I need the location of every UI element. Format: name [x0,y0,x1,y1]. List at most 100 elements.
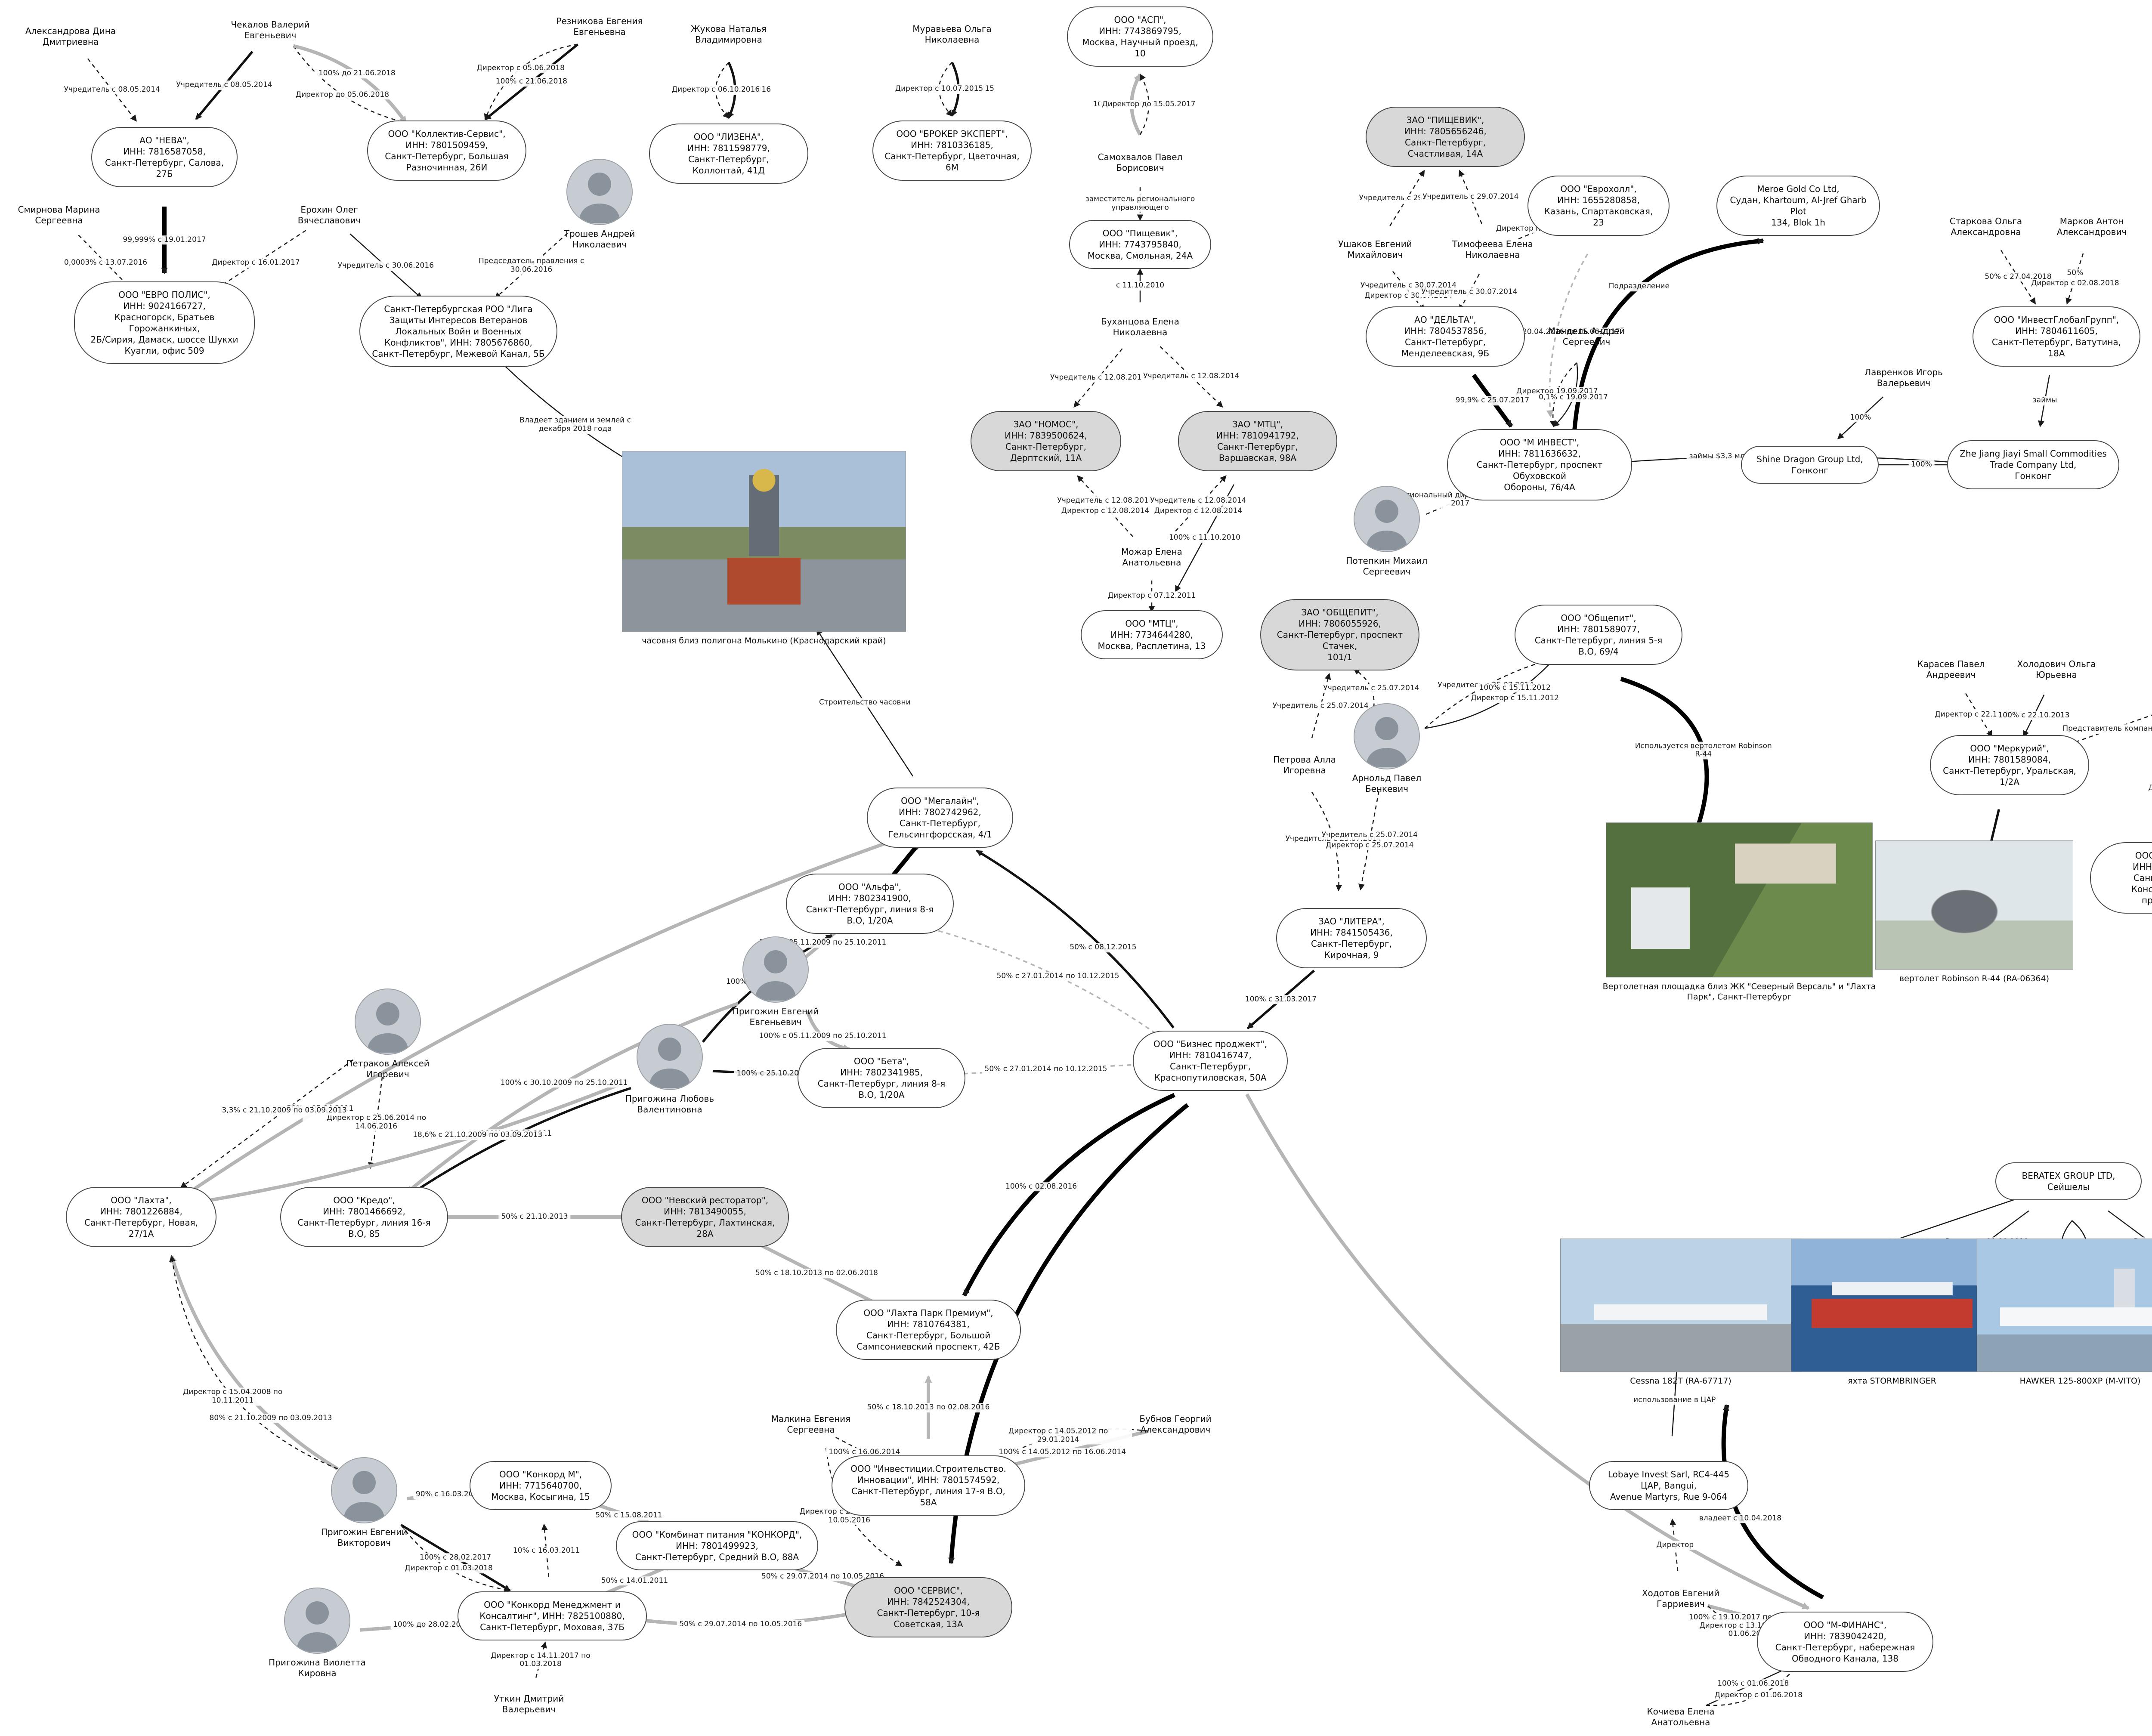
company-label-line: ООО "Конкорд Менеджмент и [484,1600,621,1610]
company-label-line: Санкт-Петербург, [1170,1061,1251,1072]
edge-label: Директор с 01.03.2018 [402,1564,495,1574]
edge-label: 50% с 15.08.2011 [593,1511,665,1520]
edge-label: 0,1% с 19.09.2017 [1536,392,1611,402]
edge-label: 100% до 28.02.2017 [390,1620,473,1630]
edge-alfa-megalain [889,842,921,880]
edge-label: Учредитель с 08.05.2014 [173,80,275,90]
company-label-line: Санкт-Петербург, линия 8-я В.О, 1/20А [817,1078,946,1100]
edge-label: Учредитель с 30.07.2014 [1419,287,1520,297]
company-label-line: ИНН: 7715640700, [499,1480,582,1491]
edge-prigozhin-ev-lakhta [170,1255,339,1470]
edge-label: 50% с 27.01.2014 по 10.12.2015 [994,972,1122,981]
helicopter-image [1875,840,2073,970]
person-name: Ушаков Евгений Михайлович [1338,239,1412,260]
node-markov: Марков Антон Александрович [2042,216,2141,238]
company-label-line: ООО "Невский ресторатор", [641,1195,769,1205]
edge-prigozhina-lv-lakhta [188,1079,629,1207]
person-name: Старкова Ольга Александровна [1949,216,2022,237]
person-name: Чекалов Валерий Евгеньевич [231,19,310,40]
edge-petrakov-lakhta [180,1059,354,1188]
company-label-line: Казань, Спартаковская, 23 [1544,206,1653,228]
edge-konkordmk-konkordm [541,1523,550,1577]
prigozhina-vk-photo [284,1588,350,1654]
node-servis-k: ООО "СЕРВИС К",ИНН: 7814711408,Санкт-Пет… [2090,842,2152,914]
edge-label: 100% с 11.10.2010 [1166,533,1243,543]
image-caption: HAWKER 125-800XP (M-VITO) [2019,1376,2141,1386]
edge-label: 100% [1847,413,1874,423]
edge-alfa-biznesprodzhekt [914,924,1166,1041]
person-name: Пригожин Евгений Евгеньевич [732,1006,819,1027]
person-name: Лавренков Игорь Валерьевич [1864,367,1943,388]
node-muravyova: Муравьева Ольга Николаевна [903,24,1002,45]
edge-prigozhina-lv-kredo [408,1087,631,1197]
company-label-line: ООО "Меркурий", [1970,743,2049,754]
edge-label: 50% с 18.10.2013 по 02.08.2016 [864,1403,993,1412]
company-label-line: ООО "Лахта Парк Премиум", [863,1308,993,1318]
node-stormbringer: яхта STORMBRINGER [1791,1239,1993,1387]
company-label-line: ООО "Лахта", [111,1195,172,1205]
node-minvest: ООО "М ИНВЕСТ",ИНН: 7811636632,Санкт-Пет… [1447,429,1632,500]
person-name: Петраков Алексей Игоревич [346,1058,430,1079]
person-name: Марков Антон Александрович [2056,216,2127,237]
company-label-line: Санкт-Петербург, 10-я Советская, 13А [877,1608,980,1629]
edge-label: Учредитель с 30.06.2016 [335,261,437,271]
image-caption: Cessna 182T (RA-67717) [1630,1376,1731,1386]
company-label-line: ИНН: 7743869795, [1099,26,1181,36]
person-name: Самохвалов Павел Борисович [1098,152,1183,173]
company-label-line: ООО "АСП", [1114,15,1166,25]
company-label-line: ИНН: 7801589084, [1968,754,2051,765]
node-erokhin: Ерохин Олег Вячеславович [280,204,379,226]
edge-label: 50% с 08.12.2015 [1067,943,1139,952]
person-name: Кочиева Елена Анатольевна [1647,1706,1715,1727]
company-label-line: ИНН: 7841505436, [1310,927,1393,938]
company-label-line: Санкт-Петербург, проспект Обуховской [1476,460,1603,481]
company-label-line: Санкт-Петербург, линия 17-я В.О, 58А [851,1486,1005,1507]
prigozhin-ev-photo [331,1457,397,1523]
company-label-line: 134, Blok 1h [1771,217,1825,228]
edge-petrova-obshchepit-zao [1311,673,1331,738]
node-helipad: Вертолетная площадка близ ЖК "Северный В… [1593,822,1886,1002]
company-label-line: Санкт-Петербург, Уральская, 1/2А [1943,766,2076,787]
image-caption: вертолет Robinson R-44 (RA-06364) [1899,974,2050,984]
company-label-line: Москва, Смольная, 24А [1087,250,1193,261]
company-label-line: Санкт-Петербург, проспект Стачек, [1277,630,1403,651]
company-label-line: ООО "СЕРВИС", [894,1585,963,1596]
edge-label: Учредитель с 12.08.2014 [1147,496,1249,506]
edge-label: Директор с 25.06.2014 по 14.06.2016 [303,1113,450,1131]
node-reznikova: Резникова Евгения Евгеньевна [550,16,649,37]
node-litera: ЗАО "ЛИТЕРА",ИНН: 7841505436,Санкт-Петер… [1276,908,1427,968]
company-label-line: ООО "Еврохолл", [1560,184,1637,194]
company-label-line: АО "НЕВА", [139,135,189,145]
edge-khodotov-lobaye [1670,1518,1679,1571]
edge-label: с 11.10.2010 [1113,281,1167,290]
company-label-line: Санкт-Петербург, Лахтинская, 28А [635,1217,775,1239]
edge-label: Учредитель с 12.08.2014 [1048,373,1149,383]
edge-lakhta-megalain [184,838,897,1196]
prigozhin-ee-photo [742,936,809,1003]
edge-label: Владеет зданием и землей с декабря 2018 … [501,416,649,434]
node-lakhta: ООО "Лахта",ИНН: 7801226884,Санкт-Петерб… [66,1187,216,1247]
node-samokhvalov: Самохвалов Павел Борисович [1091,152,1190,173]
edge-prigozhin-ev-konkordmk [400,1524,511,1593]
node-kollektiv: ООО "Коллектив-Сервис",ИНН: 7801509459,С… [367,120,526,181]
company-label-line: ИНН: 7805656246, [1404,126,1487,136]
edge-timofeeva-pishchevik-zao [1459,170,1482,224]
company-label-line: Куагли, офис 509 [124,346,204,356]
node-bubnov: Бубнов Георгий Александрович [1126,1414,1225,1435]
edge-label: 50% с 21.10.2013 [498,1212,571,1222]
arnold-photo [1354,703,1420,769]
edge-label: 100% с 22.10.2013 [1995,711,2072,720]
image-caption: яхта STORMBRINGER [1848,1376,1936,1386]
node-pishchevik-ooo: ООО "Пищевик",ИНН: 7743795840,Москва, См… [1069,220,1211,269]
edge-label: 50% с 14.01.2011 [598,1576,671,1586]
edge-label: 99,999% с 19.01.2017 [120,235,209,245]
edge-arnold-obshchepit-ooo [1424,657,1556,729]
node-hawker: HAWKER 125-800XP (M-VITO) [1977,1239,2152,1387]
node-petrakov: Петраков Алексей Игоревич [336,988,439,1080]
edge-label: 80% с 21.10.2009 по 03.09.2013 [207,1414,335,1423]
edge-reznikova-kollektiv [484,43,578,120]
person-name: Тимофеева Елена Николаевна [1452,239,1533,260]
edge-label: 50% [2064,269,2086,278]
edge-label: 100% с 02.08.2016 [1003,1182,1080,1192]
